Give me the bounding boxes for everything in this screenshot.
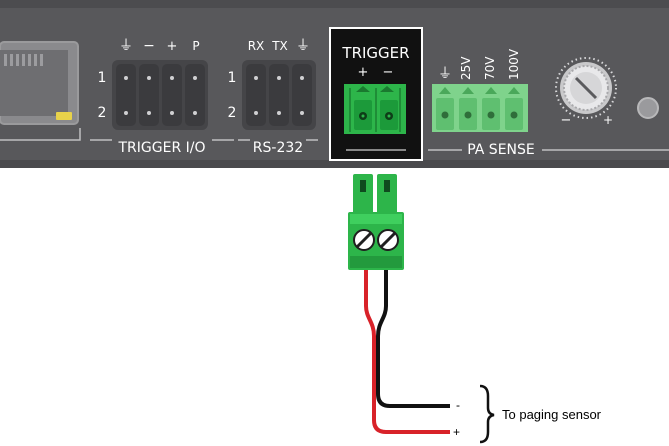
brace-icon — [479, 384, 495, 444]
destination-label: To paging sensor — [502, 407, 602, 422]
trigger-plug — [348, 174, 404, 270]
knob-slot — [574, 76, 598, 100]
rs232-pin-rx-label: RX — [248, 39, 265, 53]
trigger-block: TRIGGER + − — [329, 27, 423, 161]
pa-sense-70v-label: 70V — [483, 56, 497, 80]
black-wire — [376, 270, 450, 408]
rs232-row-1-label: 1 — [228, 70, 237, 86]
trigger-io-pin-minus-label: − — [143, 38, 155, 54]
rs232-pin-ground-label: ⏚ — [296, 38, 310, 54]
volume-knob[interactable]: − + — [555, 57, 617, 128]
rs232-pin-tx-label: TX — [271, 39, 288, 53]
wire-minus-label: - — [456, 398, 460, 412]
ethernet-port — [0, 41, 81, 141]
red-wire — [364, 270, 450, 434]
knob-plus-label: + — [603, 113, 613, 127]
rs232-block: RX TX ⏚ 1 2 RS-232 — [228, 38, 318, 156]
led-indicator — [56, 112, 72, 120]
power-led — [637, 97, 659, 119]
pa-sense-title: PA SENSE — [467, 142, 535, 158]
rs232-title: RS-232 — [253, 140, 303, 156]
trigger-io-pin-plus-label: + — [167, 39, 178, 54]
wires — [364, 270, 450, 434]
pa-sense-100v-label: 100V — [507, 48, 521, 80]
trigger-io-pin-p-label: P — [192, 39, 199, 53]
knob-minus-label: − — [561, 113, 572, 128]
wire-plus-label: + — [453, 425, 460, 439]
pa-sense-ground-label: ⏚ — [438, 66, 452, 82]
trigger-io-row-2-label: 2 — [98, 105, 107, 121]
trigger-io-title: TRIGGER I/O — [118, 140, 206, 156]
trigger-io-row-1-label: 1 — [98, 70, 107, 86]
trigger-io-block: ⏚ − + P 1 2 TRIGGER I/O — [90, 38, 234, 156]
trigger-minus-label: − — [383, 65, 394, 80]
trigger-title: TRIGGER — [341, 44, 409, 62]
pa-sense-block: ⏚ 25V 70V 100V PA SENSE — [428, 48, 669, 158]
pa-sense-25v-label: 25V — [459, 56, 473, 80]
rs232-row-2-label: 2 — [228, 105, 237, 121]
trigger-io-pin-ground-label: ⏚ — [119, 38, 133, 54]
trigger-plus-label: + — [358, 65, 369, 80]
